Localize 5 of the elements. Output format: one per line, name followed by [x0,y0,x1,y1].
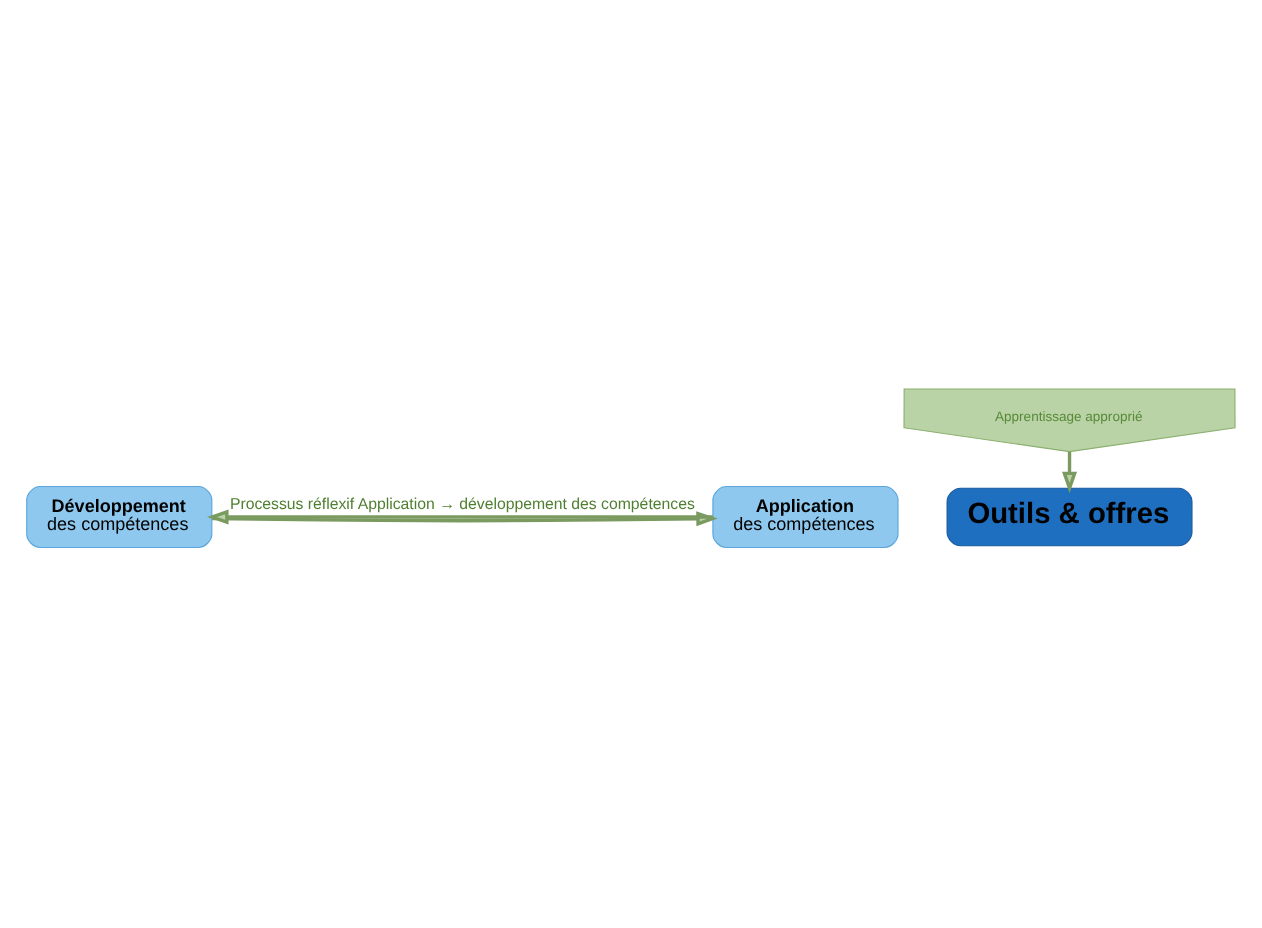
node-box: Développement des compétences [26,484,213,548]
arrow [207,508,713,524]
node-box: Application des compétences [712,484,899,548]
arrow [1062,450,1078,493]
node-box: Outils & offres [946,486,1193,546]
